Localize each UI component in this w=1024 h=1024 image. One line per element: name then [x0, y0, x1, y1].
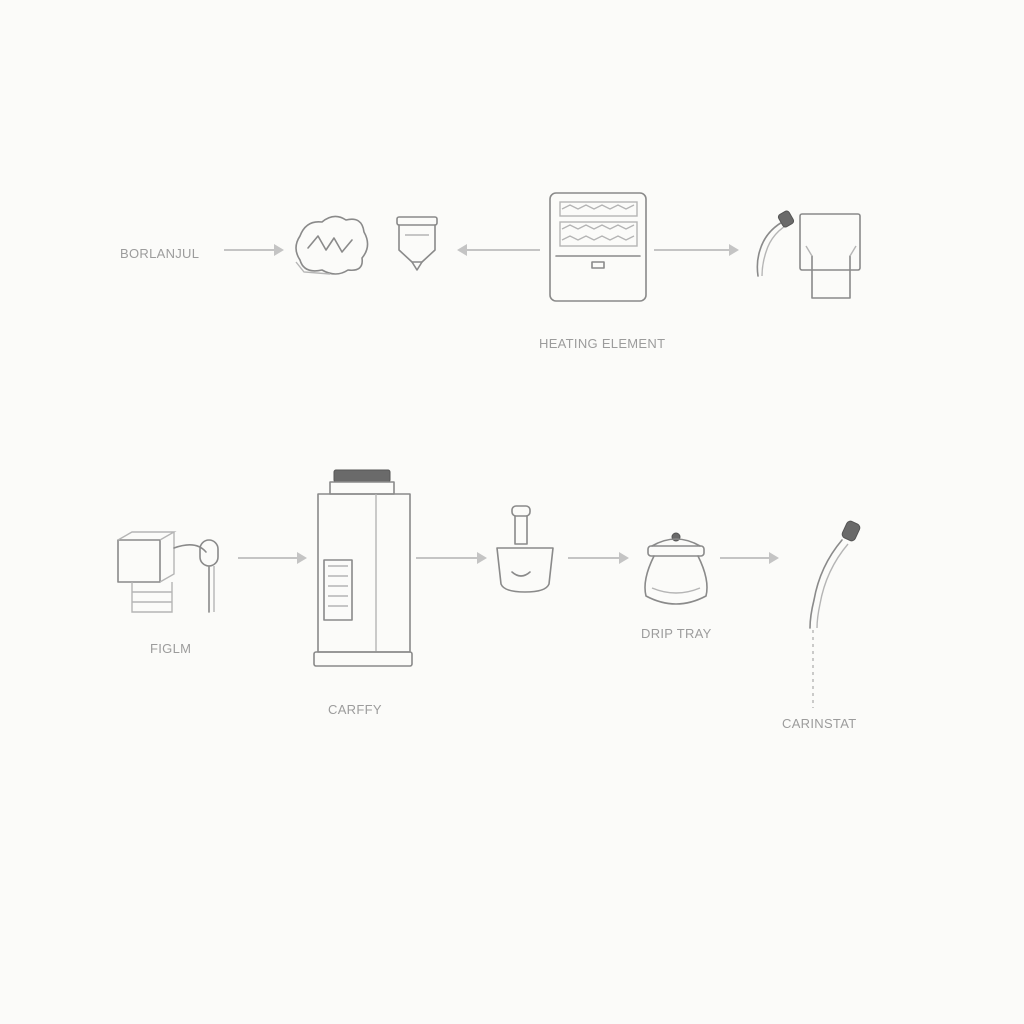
- filter-assembly-icon: [117, 531, 219, 613]
- coffee-grounds-icon: [295, 215, 369, 275]
- drip-tray-icon: [644, 532, 708, 605]
- arrow-right-3: [238, 552, 307, 564]
- label-drip-tray: DRIP TRAY: [641, 626, 712, 641]
- arrow-right-2: [654, 244, 739, 256]
- arrow-right-1: [224, 244, 284, 256]
- label-carinstat: CARINSTAT: [782, 716, 857, 731]
- filter-cup-icon: [396, 216, 438, 271]
- arrow-right-6: [720, 552, 779, 564]
- heating-element-icon: [549, 192, 647, 302]
- arrow-right-4: [416, 552, 487, 564]
- arrow-left-1: [457, 244, 540, 256]
- steam-wand-icon: [809, 520, 861, 708]
- coffee-machine-icon: [313, 469, 413, 667]
- label-borlanjul: BORLANJUL: [120, 246, 200, 261]
- outlet-wand-icon: [756, 210, 861, 299]
- label-carafe: CARFFY: [328, 702, 382, 717]
- label-filter: FIGLM: [150, 641, 192, 656]
- grinder-cup-icon: [496, 505, 554, 593]
- label-heating-element: HEATING ELEMENT: [539, 336, 666, 351]
- arrow-right-5: [568, 552, 629, 564]
